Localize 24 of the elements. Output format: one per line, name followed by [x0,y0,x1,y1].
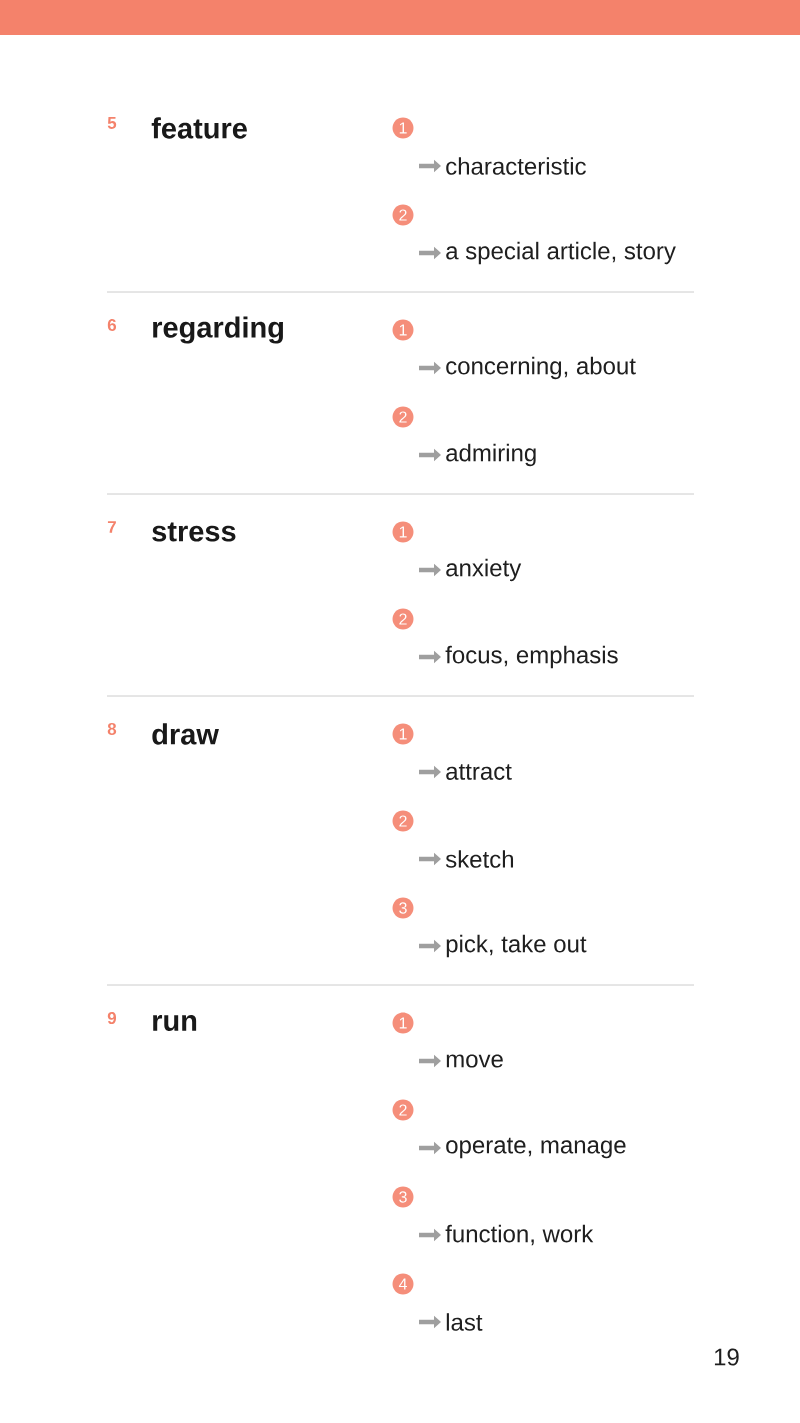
entry-number: 7 [107,521,116,533]
meaning-text: anxiety [446,558,522,582]
entry-number: 6 [107,319,117,332]
meaning-text: a special article, story [446,241,676,265]
meaning-text: sketch [445,850,513,868]
meaning-text: function, work [445,1224,594,1246]
meaning-text: pick, take out [446,934,587,958]
meaning-text: last [446,1313,483,1331]
meaning-text: attract [446,764,512,780]
headword: feature [151,117,247,139]
headword: regarding [153,316,283,344]
meaning-text: admiring [446,443,536,467]
meaning-text: move [446,1054,503,1068]
meaning-text: characteristic [446,157,586,175]
entry-number: 8 [107,723,117,736]
entry-number: 5 [107,117,117,129]
meaning-text: concerning, about [446,356,636,380]
headword: stress [152,522,236,542]
meaning-text: focus, emphasis [445,645,618,669]
headword: draw [152,723,219,745]
headword: run [153,1015,197,1031]
page-number: 19 [714,1348,739,1366]
meaning-text: operate, manage [446,1137,626,1159]
entry-number: 9 [107,1012,117,1025]
